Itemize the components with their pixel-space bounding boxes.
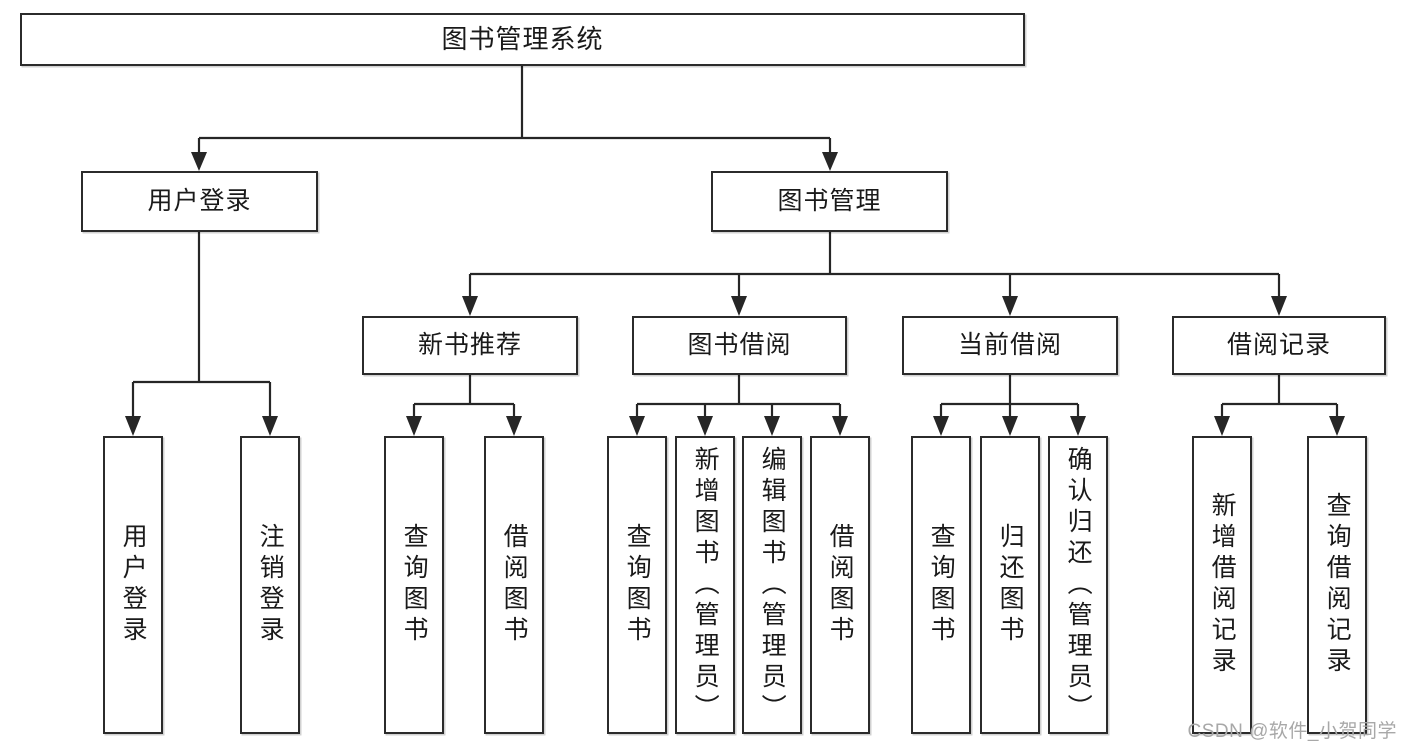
arrow-bb-query-book bbox=[629, 416, 645, 436]
node-label: 新书推荐 bbox=[417, 330, 522, 359]
arrow-leaf-user-login bbox=[125, 416, 141, 436]
node-label: 注销登录 bbox=[256, 523, 285, 647]
node-new-book-recommendation[interactable]: 新书推荐 bbox=[362, 316, 578, 375]
node-label: 借阅记录 bbox=[1226, 330, 1331, 359]
node-label: 借阅图书 bbox=[500, 523, 529, 647]
node-leaf-user-login[interactable]: 用户登录 bbox=[103, 436, 163, 734]
arrow-newbook bbox=[462, 296, 478, 316]
node-book-management[interactable]: 图书管理 bbox=[711, 171, 948, 232]
node-leaf-edit-book-admin[interactable]: 编辑图书（管理员） bbox=[742, 436, 802, 734]
node-label: 归还图书 bbox=[996, 523, 1025, 647]
arrow-user-login bbox=[191, 152, 207, 171]
node-label: 新增借阅记录 bbox=[1208, 492, 1237, 678]
node-root-book-management-system[interactable]: 图书管理系统 bbox=[20, 13, 1025, 66]
arrow-currentborrow bbox=[1002, 296, 1018, 316]
node-label: 新增图书（管理员） bbox=[691, 445, 720, 725]
node-leaf-query-book-current[interactable]: 查询图书 bbox=[911, 436, 971, 734]
arrow-br-query-record bbox=[1329, 416, 1345, 436]
arrow-nb-borrow-book bbox=[506, 416, 522, 436]
node-current-borrowing[interactable]: 当前借阅 bbox=[902, 316, 1118, 375]
node-leaf-borrow-book-borrow[interactable]: 借阅图书 bbox=[810, 436, 870, 734]
node-label: 查询图书 bbox=[400, 523, 429, 647]
node-user-login[interactable]: 用户登录 bbox=[81, 171, 318, 232]
arrow-leaf-logout bbox=[262, 416, 278, 436]
node-label: 编辑图书（管理员） bbox=[758, 445, 787, 725]
node-label: 用户登录 bbox=[147, 186, 252, 215]
arrow-bb-add-book bbox=[697, 416, 713, 436]
node-leaf-logout[interactable]: 注销登录 bbox=[240, 436, 300, 734]
arrow-borrowrecord bbox=[1271, 296, 1287, 316]
arrow-cb-confirm-return bbox=[1070, 416, 1086, 436]
arrow-bookborrow bbox=[731, 296, 747, 316]
node-borrowing-record[interactable]: 借阅记录 bbox=[1172, 316, 1386, 375]
node-leaf-borrow-book-newbook[interactable]: 借阅图书 bbox=[484, 436, 544, 734]
node-label: 借阅图书 bbox=[826, 523, 855, 647]
arrow-cb-return-book bbox=[1002, 416, 1018, 436]
node-label: 查询图书 bbox=[927, 523, 956, 647]
arrow-nb-query-book bbox=[406, 416, 422, 436]
node-label: 查询图书 bbox=[623, 523, 652, 647]
node-book-borrowing[interactable]: 图书借阅 bbox=[632, 316, 847, 375]
node-label: 图书管理系统 bbox=[441, 24, 604, 55]
node-leaf-add-book-admin[interactable]: 新增图书（管理员） bbox=[675, 436, 735, 734]
node-leaf-query-book-borrow[interactable]: 查询图书 bbox=[607, 436, 667, 734]
node-label: 图书管理 bbox=[777, 186, 882, 215]
node-leaf-return-book[interactable]: 归还图书 bbox=[980, 436, 1040, 734]
node-label: 用户登录 bbox=[119, 523, 148, 647]
csdn-watermark: CSDN @软件_小贺同学 bbox=[1187, 721, 1397, 742]
node-label: 查询借阅记录 bbox=[1323, 492, 1352, 678]
arrow-book-manage bbox=[822, 152, 838, 171]
node-leaf-query-borrow-record[interactable]: 查询借阅记录 bbox=[1307, 436, 1367, 734]
node-leaf-query-book-newbook[interactable]: 查询图书 bbox=[384, 436, 444, 734]
node-leaf-confirm-return-admin[interactable]: 确认归还（管理员） bbox=[1048, 436, 1108, 734]
node-label: 当前借阅 bbox=[957, 330, 1062, 359]
arrow-bb-borrow-book bbox=[832, 416, 848, 436]
node-leaf-add-borrow-record[interactable]: 新增借阅记录 bbox=[1192, 436, 1252, 734]
arrow-cb-query-book bbox=[933, 416, 949, 436]
arrow-br-add-record bbox=[1214, 416, 1230, 436]
node-label: 确认归还（管理员） bbox=[1064, 445, 1093, 725]
arrow-bb-edit-book bbox=[764, 416, 780, 436]
node-label: 图书借阅 bbox=[687, 330, 792, 359]
